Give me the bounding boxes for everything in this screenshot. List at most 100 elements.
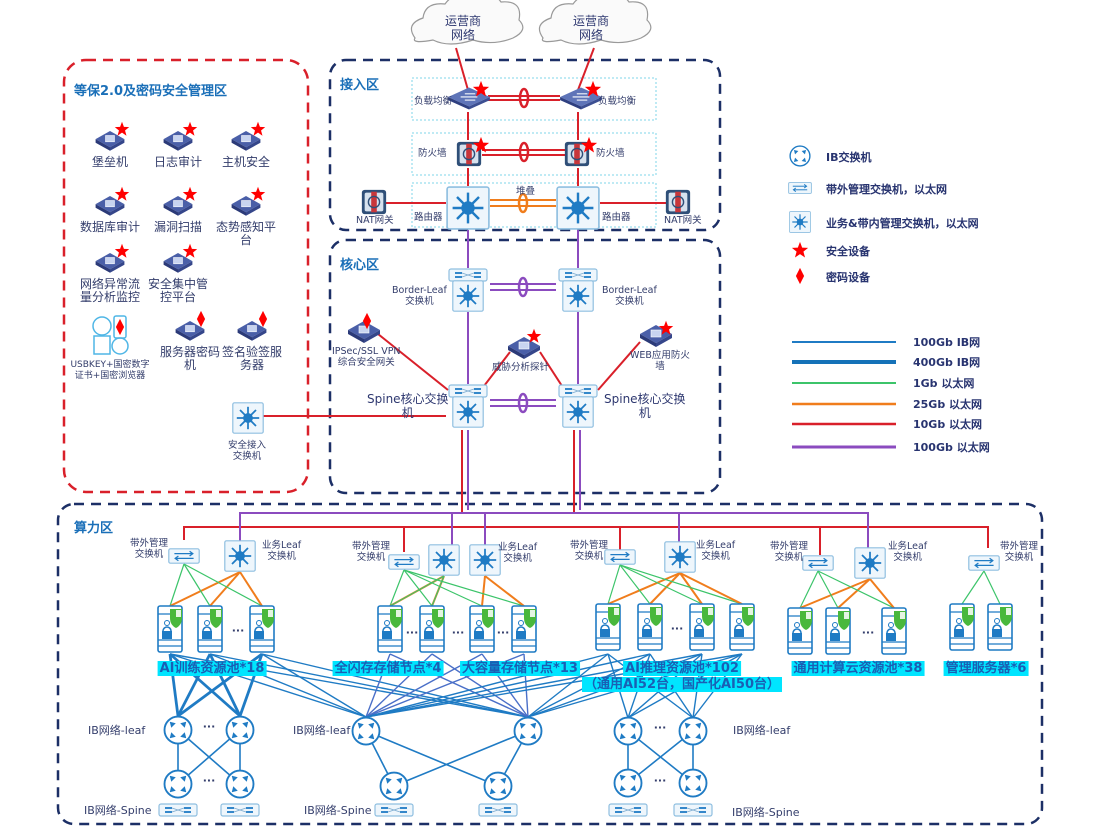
ib-spine-switch[interactable]	[163, 769, 193, 799]
server-node[interactable]	[787, 607, 813, 655]
server-node[interactable]	[595, 603, 621, 651]
star-icon	[114, 186, 130, 201]
oob-management-switch[interactable]	[388, 554, 420, 570]
security-device-label: 数据库审计	[79, 220, 141, 234]
biz-leaf-switch[interactable]	[854, 547, 886, 579]
biz-leaf-switch[interactable]	[664, 541, 696, 573]
server-node[interactable]	[511, 605, 537, 653]
biz-link-25g	[649, 572, 681, 605]
ipsec-vpn-gateway[interactable]	[347, 320, 381, 344]
star-icon	[182, 121, 198, 136]
oob-switch-label: 带外管理交换机	[1000, 541, 1039, 563]
ib-spine-chassis[interactable]	[608, 803, 648, 817]
ib-leaf-switch[interactable]	[163, 715, 193, 745]
border-leaf-top-2	[558, 268, 598, 282]
server-node[interactable]	[987, 603, 1013, 651]
ib-spine-chassis[interactable]	[374, 803, 414, 817]
server-node[interactable]	[469, 605, 495, 653]
oob-link-1g	[983, 570, 1001, 605]
border-leaf-switch-2[interactable]	[561, 280, 595, 312]
ellipsis-label: ···	[202, 774, 216, 787]
security-access-switch[interactable]	[232, 402, 264, 434]
oob-management-switch[interactable]	[604, 549, 636, 565]
zone-core-title: 核心区	[340, 258, 380, 273]
user-cert-icon	[92, 316, 112, 336]
ellipsis-label: ···	[861, 626, 875, 639]
nat-gateway-1[interactable]	[361, 189, 387, 215]
server-node[interactable]	[419, 605, 445, 653]
ib-leaf-switch[interactable]	[513, 716, 543, 746]
ib-leaf-switch[interactable]	[678, 716, 708, 746]
nat-gateway-label: NAT网关	[664, 215, 702, 226]
ellipsis-label: ···	[451, 626, 465, 639]
spine-core-switch-2[interactable]	[561, 396, 595, 428]
server-node[interactable]	[729, 603, 755, 651]
biz-leaf-switch[interactable]	[428, 544, 460, 576]
oob-link-1g	[619, 564, 651, 605]
oob-link-1g	[619, 564, 703, 605]
diamond-icon	[196, 310, 206, 328]
zone-security-border	[62, 58, 310, 494]
biz-link-25g	[679, 572, 703, 605]
spine-core-top-2	[558, 384, 598, 398]
ib-spine-switch[interactable]	[379, 771, 409, 801]
spine-core-switch-1[interactable]	[451, 396, 485, 428]
ib-link-100g	[527, 653, 609, 718]
legend-line-label: 1Gb 以太网	[913, 377, 975, 390]
ib-spine-chassis[interactable]	[673, 803, 713, 817]
biz-link-25g	[837, 578, 871, 609]
border-leaf-switch-1[interactable]	[451, 280, 485, 312]
ib-spine-switch[interactable]	[613, 768, 643, 798]
border-leaf-top-1	[448, 268, 488, 282]
ib-spine-chassis[interactable]	[478, 803, 518, 817]
ib-spine-chassis[interactable]	[158, 803, 198, 817]
zone-access-title: 接入区	[340, 78, 380, 93]
link-aggregation-ring	[517, 392, 529, 414]
server-node[interactable]	[949, 603, 975, 651]
threat-probe-label: 威胁分析探针	[492, 362, 550, 373]
spine-core-label: Spine核心交换机	[367, 392, 449, 420]
biz-leaf-switch[interactable]	[224, 540, 256, 572]
ib-spine-switch[interactable]	[678, 768, 708, 798]
oob-link-1g	[619, 564, 743, 605]
biz-switch-icon	[789, 211, 811, 233]
nat-gateway-2[interactable]	[665, 189, 691, 215]
ib-leaf-switch[interactable]	[613, 716, 643, 746]
router-1[interactable]	[446, 186, 490, 230]
server-node[interactable]	[637, 603, 663, 651]
server-node[interactable]	[825, 607, 851, 655]
oob-link-1g	[799, 570, 819, 609]
server-node[interactable]	[249, 605, 275, 653]
ib-leaf-switch[interactable]	[225, 715, 255, 745]
biz-leaf-switch[interactable]	[469, 544, 501, 576]
security-device-label: 主机安全	[221, 155, 271, 169]
ib-leaf-label: IB网络-leaf	[733, 724, 791, 737]
server-node[interactable]	[689, 603, 715, 651]
biz-link-25g	[209, 571, 241, 607]
server-node[interactable]	[157, 605, 183, 653]
router-2[interactable]	[556, 186, 600, 230]
legend-line-label: 25Gb 以太网	[913, 398, 983, 411]
oob-link-1g	[817, 570, 895, 609]
link	[377, 333, 449, 391]
server-node[interactable]	[197, 605, 223, 653]
ib-spine-chassis[interactable]	[220, 803, 260, 817]
ib-spine-switch[interactable]	[225, 769, 255, 799]
security-device-label: 态势感知平台	[215, 220, 277, 247]
spine-core-top-1	[448, 384, 488, 398]
server-node[interactable]	[377, 605, 403, 653]
legend-line-label: 400Gb IB网	[913, 356, 981, 369]
biz-link-25g	[481, 575, 486, 607]
legend-label: 业务&带内管理交换机，以太网	[826, 217, 979, 230]
ib-leaf-switch[interactable]	[351, 716, 381, 746]
server-node[interactable]	[881, 607, 907, 655]
oob-management-switch[interactable]	[168, 548, 200, 564]
biz-link-1g	[431, 575, 445, 607]
nat-gateway-label: NAT网关	[356, 215, 394, 226]
zone-compute-border	[56, 502, 1044, 826]
ib-spine-switch[interactable]	[483, 771, 513, 801]
biz-link-25g	[869, 578, 895, 609]
oob-management-switch[interactable]	[968, 555, 1000, 571]
